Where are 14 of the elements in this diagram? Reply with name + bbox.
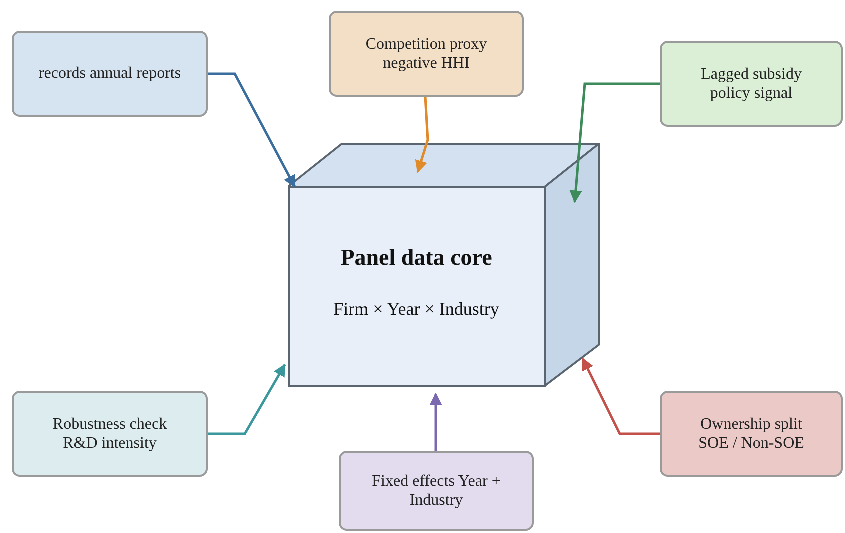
arrow [582,358,660,436]
arrow [415,96,430,174]
arrow [570,82,660,204]
cube-title: Panel data core [340,245,494,271]
process-box: Ownership split SOE / Non-SOE [660,391,843,477]
process-box: Competition proxy negative HHI [329,11,524,97]
process-box: Lagged subsidy policy signal [660,41,843,127]
process-box: Robustness check R&D intensity [12,391,208,477]
process-box: records annual reports [12,31,208,117]
arrow [430,392,442,451]
arrow [208,364,286,436]
cube-subtitle: Firm × Year × Industry [332,299,500,320]
arrow [208,72,296,188]
process-box: Fixed effects Year + Industry [339,451,534,531]
